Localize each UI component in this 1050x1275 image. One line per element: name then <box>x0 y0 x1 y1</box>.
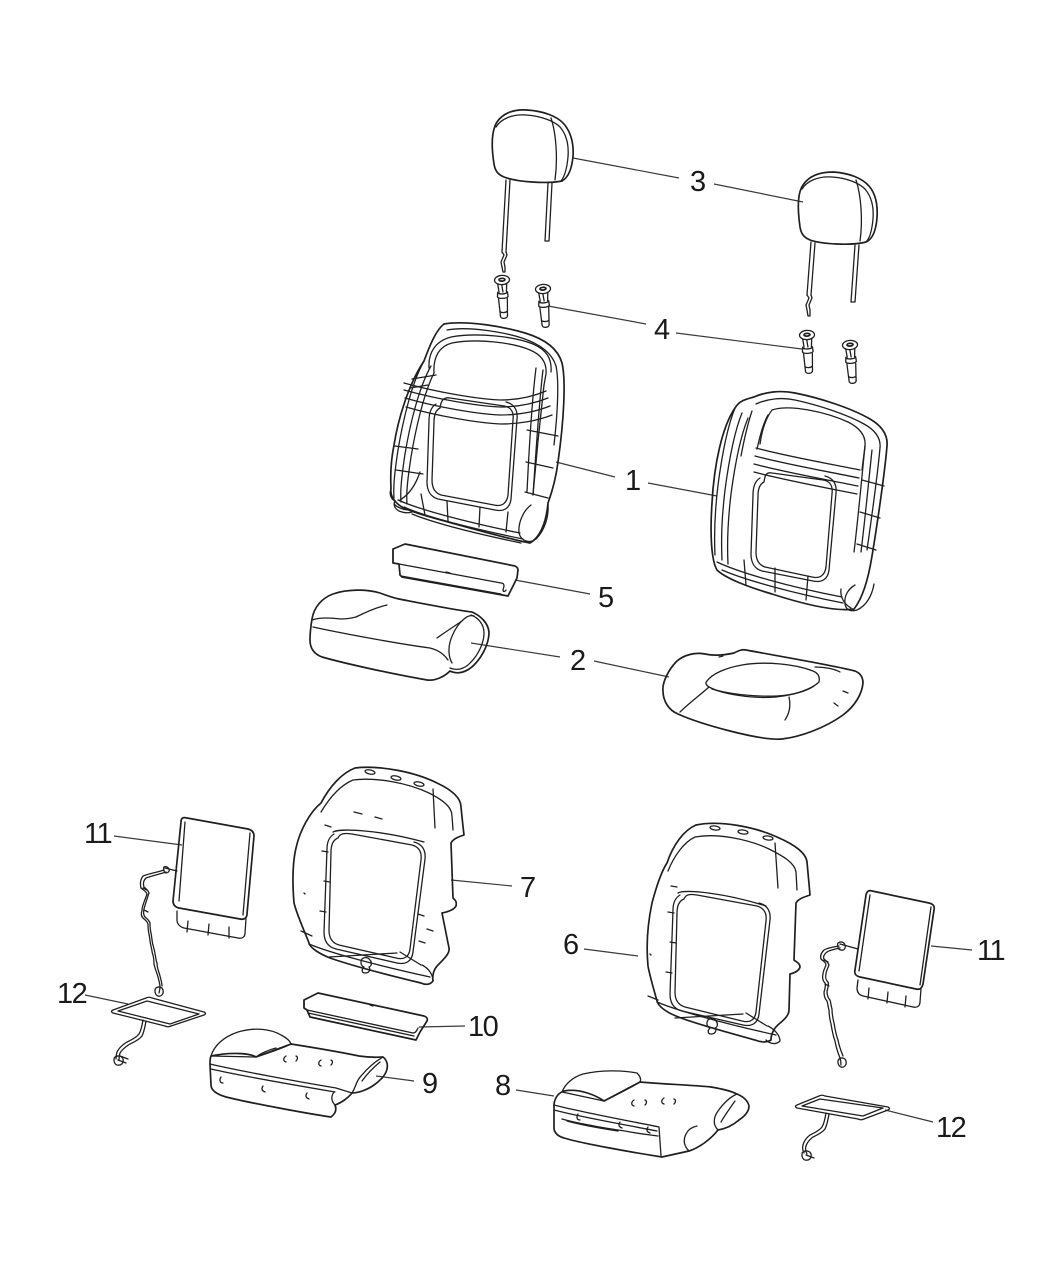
svg-text:9: 9 <box>422 1068 438 1100</box>
svg-text:10: 10 <box>468 1011 498 1043</box>
svg-text:3: 3 <box>690 166 706 198</box>
svg-text:12: 12 <box>57 978 87 1010</box>
svg-text:6: 6 <box>563 929 579 961</box>
svg-text:1: 1 <box>625 465 641 497</box>
svg-text:11: 11 <box>84 818 111 850</box>
svg-text:11: 11 <box>977 935 1004 967</box>
svg-text:2: 2 <box>570 645 586 677</box>
svg-text:12: 12 <box>936 1112 966 1144</box>
svg-text:5: 5 <box>598 582 614 614</box>
svg-text:8: 8 <box>495 1070 511 1102</box>
svg-text:4: 4 <box>654 314 670 346</box>
svg-text:7: 7 <box>520 872 536 904</box>
